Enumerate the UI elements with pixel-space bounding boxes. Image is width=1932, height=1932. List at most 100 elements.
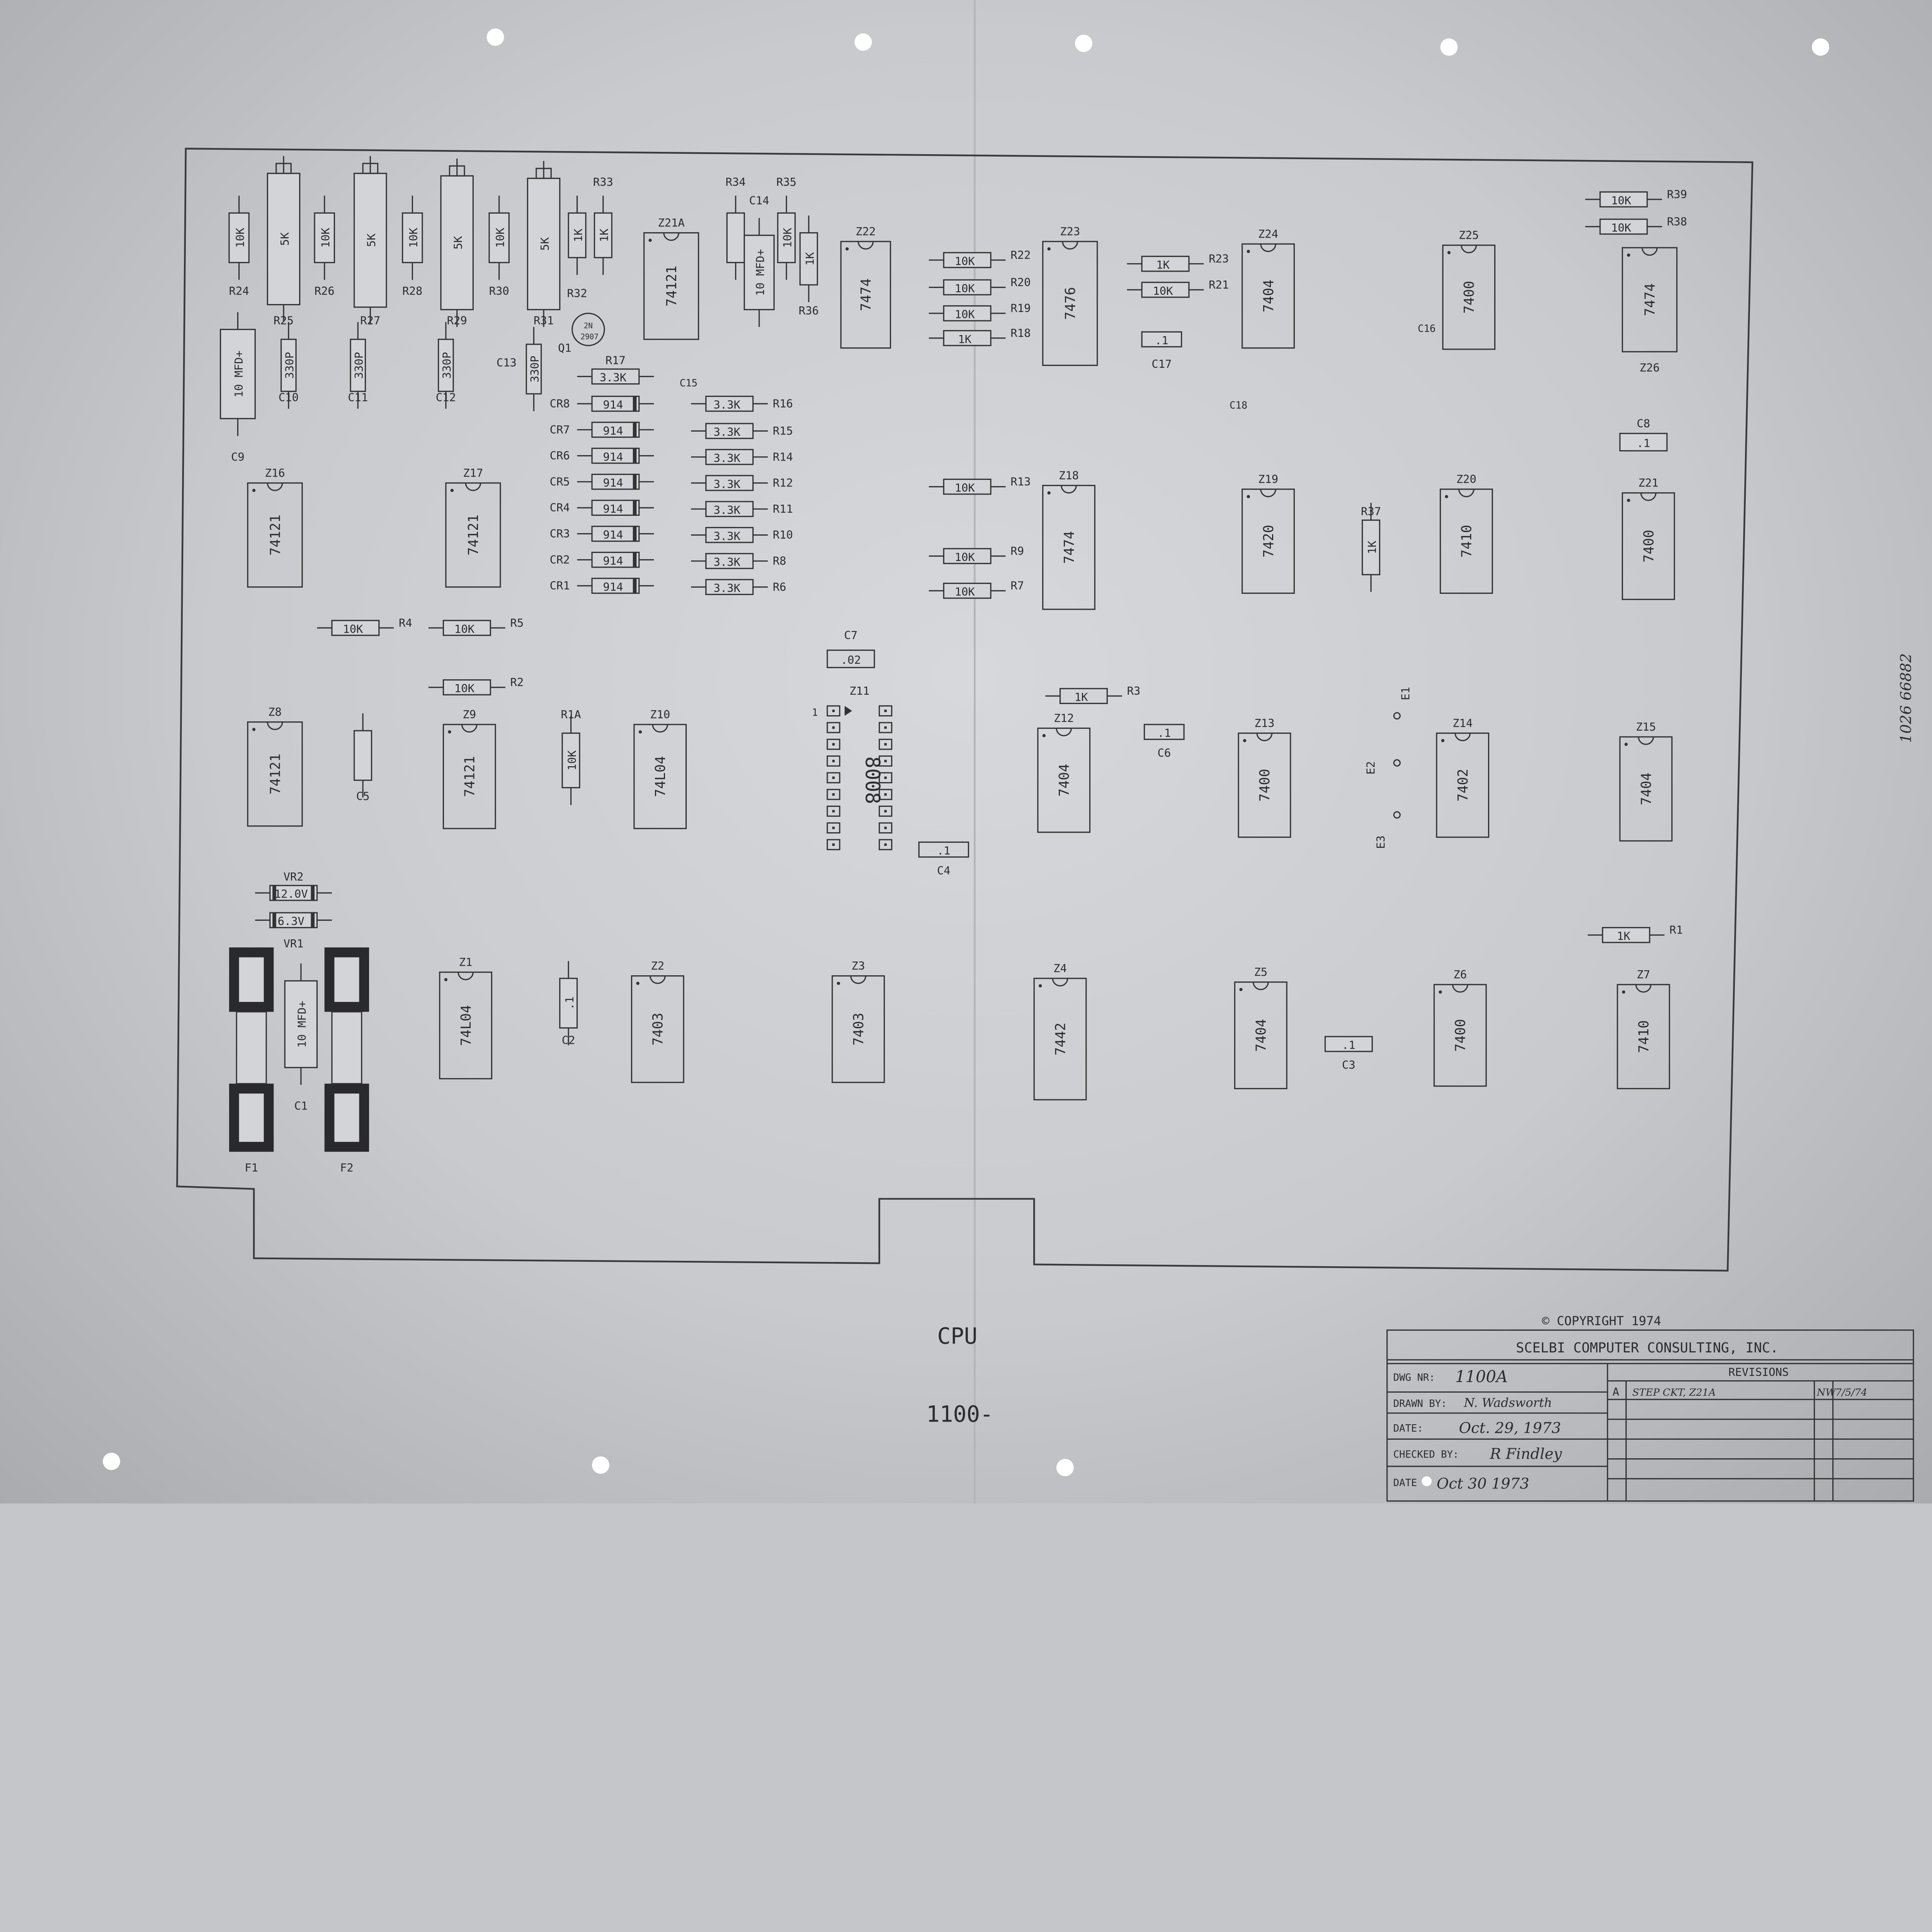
ic-ref-label: Z9	[463, 708, 476, 721]
part-value-label: 3.3K	[714, 398, 741, 412]
ic-part-label: 7474	[858, 278, 874, 311]
socket-pad	[827, 839, 840, 850]
part-value-label: 330P	[440, 352, 454, 379]
socket-pin1-label: 1	[812, 707, 818, 719]
ic-part-label: 74121	[267, 515, 283, 556]
resistor-r21	[1141, 282, 1190, 298]
jumper-ref-label: E1	[1399, 687, 1412, 701]
part-value-label: 10K	[955, 481, 975, 494]
ic-notch-icon	[267, 483, 283, 491]
ic-notch-icon	[457, 972, 474, 980]
part-ref-label: C1	[294, 1099, 308, 1112]
ic-z1	[439, 971, 493, 1080]
diode-cr4	[591, 500, 640, 516]
pin1-dot-icon	[845, 247, 849, 251]
drawing-title: CPU	[937, 1323, 977, 1349]
resistor-r5	[442, 620, 491, 636]
ic-z7	[1617, 984, 1670, 1089]
ic-part-label: 7442	[1053, 1023, 1068, 1056]
resistor-r1a	[561, 732, 580, 789]
ic-part-label: 74L04	[458, 1005, 474, 1046]
cathode-band-icon	[633, 578, 637, 594]
part-value-label: 914	[603, 502, 623, 515]
resistor-r37	[1362, 519, 1381, 575]
part-ref-label: VR2	[284, 870, 304, 883]
ic-part-label: 74121	[462, 756, 478, 797]
ic-notch-icon	[1458, 489, 1475, 497]
socket-ref-label: Z11	[849, 684, 869, 697]
resistor-r39	[1599, 191, 1648, 207]
part-ref-label: R22	[1010, 248, 1031, 262]
part-value-label: 914	[603, 450, 623, 463]
fuse-clip-inner	[239, 957, 264, 1002]
part-ref-label: R12	[773, 476, 793, 490]
pcb-layout-drawing: Z21A74121Z227474Z237476Z247404Z257400Z26…	[103, 0, 1915, 1504]
ic-z24	[1242, 243, 1295, 349]
part-value-label: 3.3K	[600, 371, 627, 384]
capacitor-c6	[1143, 724, 1185, 740]
ic-ref-label: Z15	[1636, 720, 1656, 733]
resistor-r18	[943, 330, 992, 346]
part-value-label: 5K	[452, 236, 465, 249]
resistor-r19	[943, 305, 992, 321]
board-outline	[176, 148, 1753, 1272]
resistor-r27	[354, 173, 387, 308]
part-ref-label: R21	[1209, 278, 1229, 291]
part-value-label: 5K	[365, 233, 378, 247]
capacitor-c14	[743, 235, 775, 310]
part-value-label: .1	[1157, 726, 1171, 740]
ic-notch-icon	[1252, 982, 1269, 990]
socket-pad-hole	[832, 726, 835, 729]
socket-pad	[879, 755, 893, 767]
part-ref-label: R33	[593, 175, 613, 189]
part-value-label: 10K	[233, 228, 247, 248]
part-ref-label: R31	[534, 314, 554, 327]
part-value-label: .1	[563, 997, 576, 1010]
socket-pad	[827, 805, 840, 817]
resistor-r23	[1141, 255, 1190, 272]
pin1-arrow-icon	[844, 706, 852, 716]
part-ref-label: CR2	[550, 553, 570, 566]
resistor-r24	[228, 212, 250, 264]
capacitor-c1	[284, 980, 318, 1068]
drawn-by-label: DRAWN BY:	[1393, 1398, 1447, 1410]
part-ref-label: R14	[773, 450, 793, 463]
ic-ref-label: Z6	[1453, 968, 1467, 981]
ic-notch-icon	[1052, 978, 1068, 986]
dwg-number-label: DWG NR:	[1393, 1372, 1435, 1384]
pin1-dot-icon	[1243, 739, 1247, 742]
resistor-r6	[705, 579, 754, 595]
ic-ref-label: Z24	[1258, 227, 1278, 240]
punch-hole	[1812, 38, 1829, 56]
date-value: Oct. 29, 1973	[1459, 1419, 1561, 1437]
dwg-number-value: 1100A	[1455, 1367, 1508, 1386]
resistor-r8	[705, 553, 754, 569]
cathode-band-icon	[633, 474, 637, 490]
part-ref-label: VR1	[284, 937, 304, 950]
ic-part-label: 7410	[1459, 525, 1475, 558]
capacitor-c8	[1619, 433, 1668, 452]
ic-part-label: 7400	[1453, 1019, 1469, 1052]
ic-z5	[1234, 981, 1287, 1089]
part-ref-label: CR6	[550, 449, 570, 462]
revision-date: 7/5/74	[1835, 1387, 1867, 1398]
part-ref-label: C8	[1637, 417, 1650, 430]
part-ref-label: CR1	[550, 579, 570, 592]
part-ref-label: R24	[229, 284, 249, 298]
socket-pad-hole	[884, 776, 887, 779]
part-ref-label: R30	[489, 284, 509, 298]
ic-notch-icon	[850, 976, 866, 984]
ic-z13	[1238, 732, 1291, 838]
pin1-dot-icon	[1439, 990, 1442, 994]
diode-cr7	[591, 422, 640, 438]
ic-notch-icon	[650, 976, 666, 984]
punch-hole	[854, 33, 872, 51]
ic-notch-icon	[1452, 984, 1468, 993]
capacitor-c9	[219, 328, 256, 419]
socket-pad-hole	[832, 776, 835, 779]
jumper-pad-e3	[1393, 811, 1401, 819]
part-value-label: 914	[603, 580, 623, 594]
capacitor-c13	[526, 344, 542, 395]
socket-pad-hole	[832, 843, 835, 846]
part-value-label: 3.3K	[714, 425, 741, 439]
